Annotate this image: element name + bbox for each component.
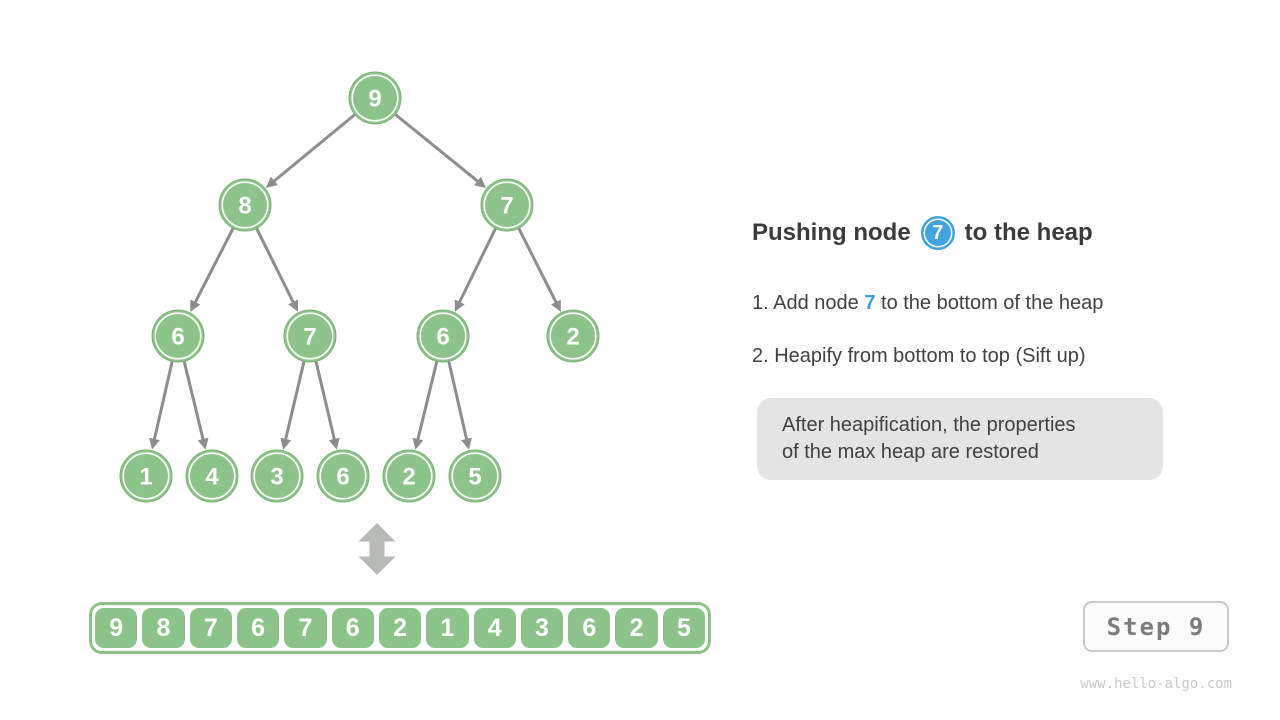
tree-node: 1 [119,449,173,503]
array-cell: 1 [426,608,469,648]
step-1-text: 1. Add node [752,292,865,314]
tree-node-value: 6 [171,324,184,351]
tree-node: 7 [480,178,534,232]
array-cell: 8 [142,608,185,648]
tree-node: 6 [316,449,370,503]
tree-node-value: 2 [402,464,415,491]
tree-edges [149,113,561,450]
step-1-text-suffix: to the bottom of the heap [875,292,1104,314]
tree-node-value: 5 [468,464,481,491]
array-cell: 6 [568,608,611,648]
panel-title-suffix: to the heap [964,219,1093,246]
tree-edge [255,227,299,312]
tree-node: 8 [218,178,272,232]
tree-edge [454,227,497,312]
tree-edge [314,360,340,450]
tree-edge [265,113,356,188]
note-line-1: After heapification, the properties [782,414,1076,436]
tree-node: 7 [283,309,337,363]
tree-node: 5 [448,449,502,503]
array-cell: 2 [378,608,422,648]
note-line-2: of the max heap are restored [782,441,1039,463]
tree-edge [517,227,561,312]
tree-node: 3 [250,449,304,503]
array-cell: 9 [95,608,138,648]
tree-node: 2 [382,449,436,503]
tree-node: 2 [546,309,600,363]
watermark: www.hello-algo.com [1080,676,1232,692]
array-cell: 7 [189,608,232,648]
tree-edge [182,360,209,450]
tree-node-value: 3 [270,464,283,491]
array-cell: 2 [615,608,658,648]
array-cell: 4 [473,608,516,648]
tree-node-value: 7 [500,193,513,220]
array-cell: 7 [284,608,327,648]
updown-arrow-icon [358,523,396,575]
tree-node: 9 [348,71,402,125]
tree-node-value: 6 [336,464,349,491]
panel-title-prefix: Pushing node [752,219,911,246]
tree-node-value: 1 [139,464,152,491]
tree-edge [280,360,306,450]
tree-node-value: 4 [205,464,219,491]
panel-title: Pushing node 7 to the heap [752,214,1093,252]
tree-node-value: 9 [368,86,381,113]
array-cell: 6 [331,608,374,648]
tree-edge [149,361,174,450]
step-button[interactable]: Step 9 [1083,601,1229,652]
step-2-text: 2. Heapify from bottom to top (Sift up) [752,345,1086,367]
tree-node: 6 [151,309,205,363]
array-cell: 3 [520,608,564,648]
heap-tree-diagram: 9 8 7 6 7 6 2 1 4 3 6 2 5 [119,71,600,575]
instruction-step-1: 1. Add node 7 to the bottom of the heap [752,292,1103,315]
tree-node: 4 [185,449,239,503]
tree-node-value: 2 [566,324,579,351]
tree-node: 6 [416,309,470,363]
pushed-node-badge: 7 [920,216,955,250]
tree-nodes: 9 8 7 6 7 6 2 1 4 3 6 2 5 [119,71,600,503]
tree-edge [190,227,235,312]
tree-edge [394,113,487,188]
tree-edge [447,361,472,450]
tree-node-value: 8 [238,193,251,220]
array-cell: 5 [662,608,706,648]
heapify-note: After heapification, the properties of t… [757,398,1163,480]
instruction-step-2: 2. Heapify from bottom to top (Sift up) [752,345,1085,368]
tree-node-value: 6 [436,324,449,351]
tree-edge [412,360,439,450]
step-1-highlight: 7 [864,292,876,314]
tree-node-value: 7 [303,324,316,351]
array-cell: 6 [236,608,280,648]
